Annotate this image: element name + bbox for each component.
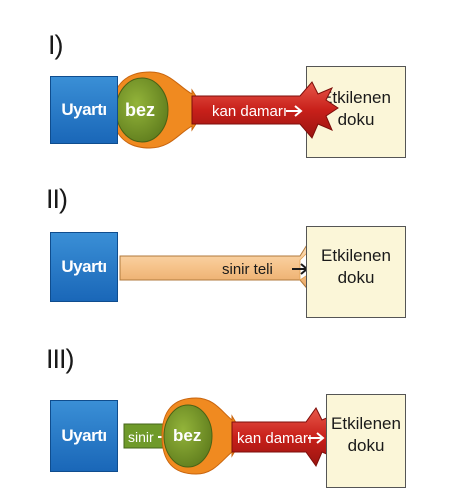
row2-numeral: II) [46,184,68,214]
row3-vessel-label: kan damarı [237,430,312,447]
row2-nerve-label: sinir teli [222,261,273,278]
row3-stimulus-box: Uyartı [50,400,118,472]
row1-target-label-2: doku [337,110,375,129]
row1-vessel-label: kan damarı [212,103,287,120]
row2-target-label-1: Etkilenen [321,246,391,265]
row1-gland-label: bez [125,100,156,120]
row3-target-label-2: doku [347,436,385,455]
row2-target-label-2: doku [337,268,375,287]
row2-stimulus-box: Uyartı [50,232,118,302]
row3-target-label-1: Etkilenen [331,414,401,433]
row2-target-tissue: Etkilenen doku [306,226,406,318]
row3-nerve-label: sinir [128,429,154,445]
row1-stimulus-box: Uyartı [50,76,118,144]
row3-gland-label: bez [173,426,202,445]
row3-target-tissue: Etkilenen doku [326,394,406,488]
row1-vessel-pointer [286,105,303,117]
row1-numeral: I) [48,30,63,60]
row3-numeral: III) [46,344,74,374]
row3-vessel-pointer [308,432,325,444]
row1-vessel-arrow [191,81,339,139]
row3-gland [163,404,213,468]
row1-target-label-1: Etkilenen [321,88,391,107]
